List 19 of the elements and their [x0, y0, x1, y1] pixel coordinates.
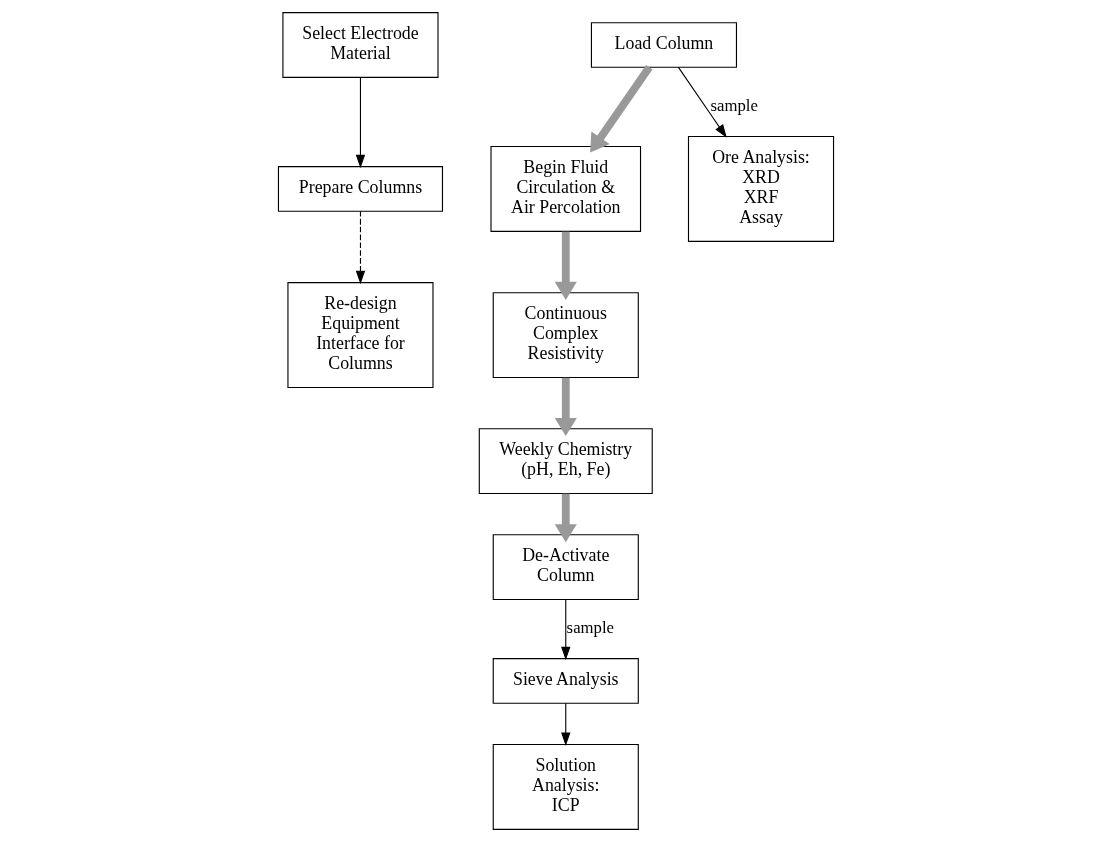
edge-label: sample — [566, 617, 614, 637]
node-box: Continuous Complex Resistivity — [492, 292, 639, 379]
edge-label: sample — [710, 95, 758, 115]
node-box: Load Column — [590, 22, 738, 68]
node-box: Weekly Chemistry (pH, Eh, Fe) — [478, 428, 653, 495]
node-box: Re-design Equipment Interface for Columns — [287, 282, 434, 389]
arrow — [561, 703, 571, 746]
arrow — [677, 66, 727, 138]
node-box: Solution Analysis: ICP — [492, 744, 639, 830]
arrow — [590, 65, 653, 153]
node-box: De-Activate Column — [492, 534, 639, 601]
node-box: Ore Analysis: XRD XRF Assay — [687, 135, 835, 242]
node-box: Select Electrode Material — [282, 12, 439, 78]
node-box: Sieve Analysis — [492, 658, 639, 704]
node-box: Begin Fluid Circulation & Air Percolation — [490, 145, 642, 232]
arrow — [355, 77, 366, 169]
node-box: Prepare Columns — [277, 166, 444, 212]
arrow — [355, 210, 366, 285]
arrow — [561, 599, 571, 661]
